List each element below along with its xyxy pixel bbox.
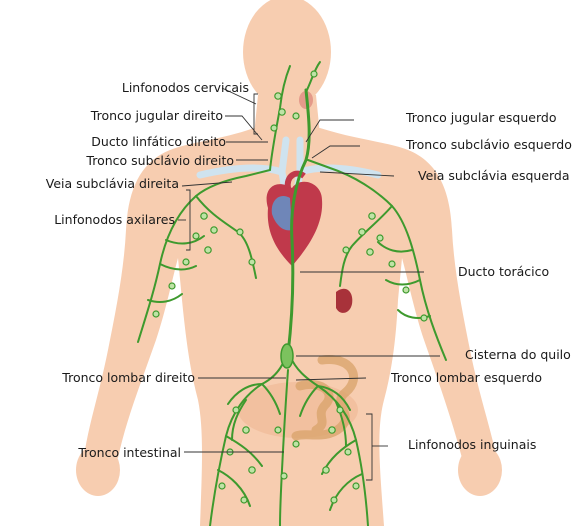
label-tronco-jugular-esquerdo: Tronco jugular esquerdo (406, 111, 556, 125)
label-ducto-linfatico-direito: Ducto linfático direito (91, 135, 226, 149)
label-veia-subclavia-esquerda: Veia subclávia esquerda (418, 169, 570, 183)
label-veia-subclavia-direita: Veia subclávia direita (46, 177, 179, 191)
label-tronco-lombar-esquerdo: Tronco lombar esquerdo (391, 371, 542, 385)
label-cisterna-do-quilo: Cisterna do quilo (465, 348, 571, 362)
label-linfonodos-inguinais: Linfonodos inguinais (408, 438, 536, 452)
label-tronco-subclavio-direito: Tronco subclávio direito (86, 154, 234, 168)
label-linfonodos-cervicais: Linfonodos cervicais (122, 81, 249, 95)
label-tronco-intestinal: Tronco intestinal (78, 446, 181, 460)
label-ducto-toracico: Ducto torácico (458, 265, 549, 279)
label-linfonodos-axilares: Linfonodos axilares (54, 213, 175, 227)
label-tronco-subclavio-esquerdo: Tronco subclávio esquerdo (406, 138, 572, 152)
cisterna-chyli-shape (281, 344, 293, 368)
label-tronco-lombar-direito: Tronco lombar direito (62, 371, 195, 385)
label-tronco-jugular-direito: Tronco jugular direito (91, 109, 223, 123)
